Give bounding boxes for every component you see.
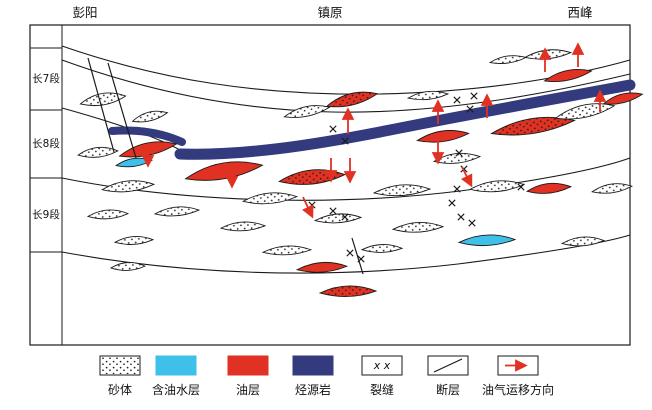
sand-lens [100, 180, 156, 193]
strat-label-chang7: 长7段 [32, 72, 60, 85]
legend-item-source-rock: 烃源岩 [292, 355, 334, 397]
legend-item-migration: 油气运移方向 [482, 355, 554, 397]
oil-lens [318, 285, 378, 297]
oil-lens [325, 91, 379, 108]
sand-lens [131, 110, 169, 123]
migration-arrow [302, 196, 314, 219]
legend-label: 油气运移方向 [482, 382, 554, 397]
sand-lens [153, 206, 201, 217]
legend: 砂体 含油水层 油层 烃源岩 x x 裂缝 断层 油气运移方向 [99, 355, 554, 397]
sand-lens [432, 152, 482, 164]
strata-curve [61, 157, 631, 201]
oil-lens [543, 69, 593, 82]
sand-lens [560, 236, 606, 247]
fracture-mark [346, 249, 354, 257]
oil-lens [526, 182, 573, 194]
source-rock-layers [108, 79, 636, 160]
sand-lens [241, 192, 299, 205]
sand-lens [219, 221, 267, 232]
migration-arrows [141, 42, 607, 219]
source-rock-band [108, 126, 186, 146]
legend-item-fracture: x x 裂缝 [361, 355, 403, 397]
legend-item-oil: 油层 [227, 355, 269, 397]
legend-label: 裂缝 [370, 382, 394, 397]
fracture-mark [457, 213, 465, 221]
legend-swatch-source-rock [292, 355, 334, 376]
fracture-mark [341, 137, 349, 145]
sand-lens [406, 90, 450, 101]
fault-symbol [433, 358, 463, 373]
fracture-mark [453, 96, 461, 104]
oil-water-lens [115, 157, 153, 168]
oil-lens [602, 92, 644, 105]
sand-lens [86, 209, 130, 220]
sand-lens [360, 244, 404, 253]
legend-item-oil-water: 含油水层 [152, 355, 200, 397]
location-label-xifeng: 西峰 [567, 5, 593, 20]
legend-label: 含油水层 [152, 382, 200, 397]
sand-lens [372, 184, 432, 197]
fracture-mark [448, 199, 456, 207]
oil-lens [278, 169, 346, 185]
fracture-mark [455, 149, 463, 157]
legend-item-fault: 断层 [427, 355, 469, 397]
fault-lines [87, 57, 364, 275]
strata-curve [61, 59, 631, 113]
sand-lens [283, 105, 331, 118]
fracture-mark [470, 92, 478, 100]
oil-lens [416, 130, 470, 143]
sand-lens [313, 213, 363, 224]
sand-body-lenses [77, 49, 644, 297]
legend-label: 烃源岩 [295, 382, 331, 397]
figure-frame [29, 24, 631, 346]
sand-lens [77, 146, 119, 158]
sand-lens [261, 245, 313, 256]
strat-column [30, 47, 62, 253]
fault-line [107, 62, 137, 159]
fracture-mark [517, 183, 525, 191]
location-label-pengyang: 彭阳 [72, 5, 97, 20]
legend-label: 油层 [236, 383, 260, 397]
location-label-zhenyuan: 镇原 [317, 5, 342, 20]
fracture-mark [466, 105, 474, 113]
fracture-mark [341, 213, 349, 221]
fracture-mark [468, 219, 476, 227]
legend-label: 砂体 [108, 383, 132, 397]
legend-swatch-oil [227, 355, 269, 376]
strat-label-chang9: 长9段 [32, 208, 60, 221]
oil-water-lens [457, 234, 517, 247]
fault-line [87, 57, 115, 153]
fracture-mark [357, 255, 365, 263]
sand-lens [79, 92, 127, 107]
fracture-mark [453, 185, 461, 193]
migration-arrow [460, 166, 473, 188]
legend-swatch-fracture [361, 355, 403, 376]
sand-pattern [101, 357, 139, 374]
fracture-symbol: x x [373, 359, 391, 372]
sand-lens [113, 236, 155, 245]
legend-item-sand: 砂体 [99, 355, 141, 397]
legend-label: 断层 [436, 382, 460, 397]
sand-lens [109, 262, 147, 271]
sand-lens [591, 183, 633, 194]
oil-lens [490, 116, 576, 136]
sand-lens [468, 180, 526, 193]
fracture-marks [308, 92, 525, 263]
oil-lens [184, 161, 264, 181]
sand-lens [391, 222, 445, 233]
source-rock-band [174, 79, 636, 160]
legend-swatch-oil-water [155, 355, 197, 376]
fracture-mark [329, 207, 337, 215]
fracture-mark [308, 201, 316, 209]
sand-lens [523, 49, 573, 60]
oil-lens [295, 261, 349, 273]
fracture-mark [329, 125, 337, 133]
fault-line [351, 237, 364, 275]
strat-label-chang8: 长8段 [32, 137, 60, 150]
sand-lens [488, 55, 528, 64]
